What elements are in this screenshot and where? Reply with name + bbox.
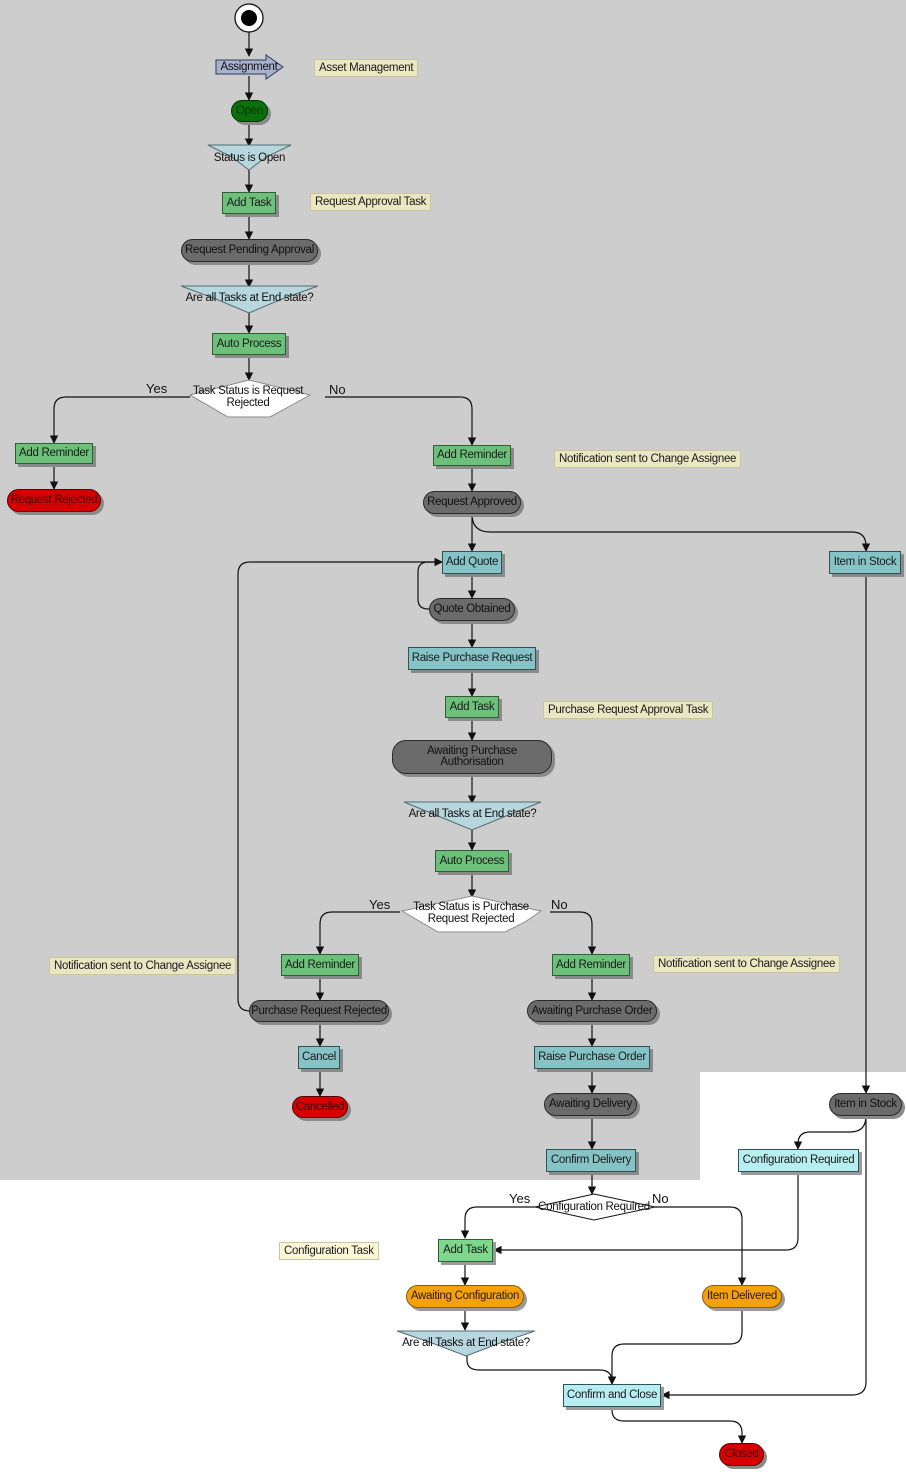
decision-config-label: Configuration Required: [538, 1201, 650, 1213]
task-add-task-1[interactable]: Add Task: [222, 192, 276, 214]
assignment-shape: [215, 54, 284, 80]
connector: [655, 1206, 747, 1286]
task-confirm-delivery[interactable]: Confirm Delivery: [546, 1149, 636, 1172]
decision-all-tasks-2-shape: [403, 801, 542, 831]
connector: [471, 513, 871, 552]
decision-all-tasks-3-label: Are all Tasks at End state?: [402, 1337, 530, 1349]
decision-task-rejected-label: Task Status is Request Rejected: [192, 385, 304, 409]
decision-all-tasks-2-label: Are all Tasks at End state?: [408, 808, 537, 820]
state-request-pending-approval[interactable]: Request Pending Approval: [181, 239, 318, 262]
state-item-delivered[interactable]: Item Delivered: [702, 1285, 782, 1308]
connector: [325, 396, 477, 446]
note-notification-right: Notification sent to Change Assignee: [653, 955, 841, 973]
connector: [315, 911, 400, 955]
branch-no-2: No: [551, 897, 568, 912]
connector: [793, 1115, 867, 1150]
state-open[interactable]: Open: [231, 100, 268, 122]
connector: [49, 396, 190, 444]
decision-all-tasks-1-label: Are all Tasks at End state?: [185, 292, 314, 304]
connector: [460, 1206, 535, 1239]
state-awaiting-purchase-authorisation[interactable]: Awaiting Purchase Authorisation: [392, 740, 552, 774]
state-cancelled[interactable]: Cancelled: [292, 1096, 348, 1118]
state-request-rejected[interactable]: Request Rejected: [7, 489, 101, 512]
note-configuration-task: Configuration Task: [279, 1242, 379, 1260]
state-awaiting-delivery[interactable]: Awaiting Delivery: [544, 1093, 637, 1116]
task-raise-purchase-request[interactable]: Raise Purchase Request: [408, 647, 536, 670]
decision-task-rejected-shape: [188, 379, 312, 418]
state-quote-obtained[interactable]: Quote Obtained: [429, 598, 515, 621]
decision-pr-rejected-shape: [400, 895, 543, 933]
task-confirm-and-close[interactable]: Confirm and Close: [563, 1384, 661, 1407]
task-item-in-stock[interactable]: Item in Stock: [829, 551, 901, 574]
state-item-in-stock[interactable]: Item in Stock: [829, 1093, 902, 1116]
task-add-task-3[interactable]: Add Task: [438, 1239, 493, 1262]
branch-yes-2: Yes: [369, 897, 391, 912]
state-request-approved[interactable]: Request Approved: [423, 491, 521, 514]
connector: [611, 1407, 747, 1444]
note-pr-approval-task: Purchase Request Approval Task: [543, 701, 714, 719]
task-add-quote[interactable]: Add Quote: [442, 551, 502, 574]
assignment-label: Assignment: [220, 61, 278, 73]
task-configuration-required[interactable]: Configuration Required: [738, 1149, 859, 1172]
state-awaiting-purchase-order[interactable]: Awaiting Purchase Order: [527, 1000, 657, 1022]
branch-yes-3: Yes: [509, 1191, 531, 1206]
branch-yes-1: Yes: [146, 381, 168, 396]
start-node-dot: [241, 10, 257, 26]
connector: [493, 1172, 799, 1255]
connector: [237, 557, 443, 1012]
connector: [550, 911, 597, 955]
note-notification-left: Notification sent to Change Assignee: [49, 957, 237, 975]
decision-status-open-shape: [207, 144, 292, 171]
decision-all-tasks-3-shape: [396, 1330, 536, 1357]
task-add-reminder-mid[interactable]: Add Reminder: [433, 445, 511, 466]
state-purchase-request-rejected[interactable]: Purchase Request Rejected: [249, 1000, 389, 1022]
decision-status-open-label: Status is Open: [213, 152, 286, 164]
state-closed[interactable]: Closed: [719, 1443, 764, 1466]
task-add-task-2[interactable]: Add Task: [445, 696, 499, 718]
branch-no-1: No: [329, 382, 346, 397]
connector: [607, 1308, 743, 1385]
task-raise-purchase-order[interactable]: Raise Purchase Order: [534, 1046, 650, 1069]
branch-no-3: No: [652, 1191, 669, 1206]
connector: [466, 1350, 617, 1385]
task-auto-process-1[interactable]: Auto Process: [212, 333, 286, 355]
connector: [661, 1116, 867, 1400]
decision-all-tasks-1-shape: [180, 285, 319, 314]
task-auto-process-2[interactable]: Auto Process: [435, 850, 509, 872]
diagram-background-upper: [0, 0, 906, 1072]
note-asset-management: Asset Management: [314, 59, 419, 77]
task-add-reminder-left[interactable]: Add Reminder: [15, 443, 93, 464]
note-request-approval-task: Request Approval Task: [310, 193, 432, 211]
task-add-reminder-pr-right[interactable]: Add Reminder: [552, 954, 630, 976]
task-cancel[interactable]: Cancel: [298, 1046, 340, 1069]
decision-config-shape: [534, 1193, 656, 1221]
task-add-reminder-pr-left[interactable]: Add Reminder: [281, 954, 359, 976]
decision-pr-rejected-label: Task Status is Purchase Request Rejected: [413, 901, 529, 925]
state-awaiting-configuration[interactable]: Awaiting Configuration: [406, 1285, 524, 1308]
note-notification-1: Notification sent to Change Assignee: [554, 450, 742, 468]
